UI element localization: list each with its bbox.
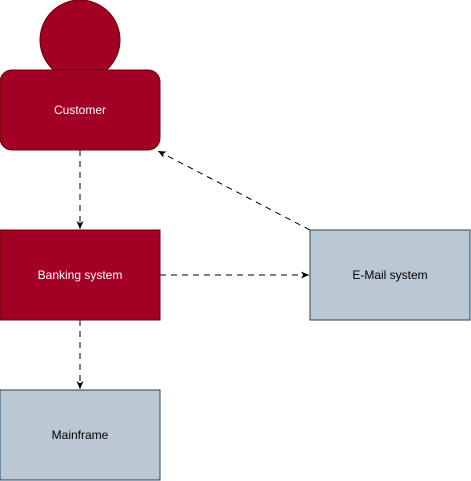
email-system-label: E-Mail system: [352, 268, 427, 282]
email-system-box: [309, 229, 471, 321]
banking-system-node[interactable]: Banking system: [0, 229, 161, 321]
customer-head: [39, 0, 121, 81]
edge-email-system-to-customer: [157, 150, 311, 231]
banking-system-label: Banking system: [38, 268, 123, 282]
customer-body: [0, 69, 161, 151]
banking-system-box: [0, 229, 161, 321]
mainframe-node[interactable]: Mainframe: [0, 389, 161, 481]
mainframe-box: [0, 389, 161, 481]
email-system-node[interactable]: E-Mail system: [309, 229, 471, 321]
mainframe-label: Mainframe: [52, 428, 109, 442]
customer-label: Customer: [54, 103, 106, 117]
customer-node[interactable]: Customer: [0, 0, 161, 151]
edges-layer: [76, 150, 311, 389]
